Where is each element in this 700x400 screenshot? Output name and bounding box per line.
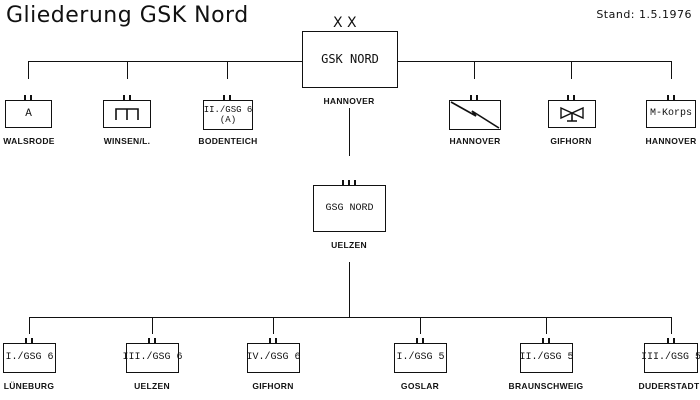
battalion-location: GOSLAR (400, 381, 440, 391)
echelon-marks: X X (333, 15, 357, 31)
echelon-tick (348, 180, 350, 185)
page-title: Gliederung GSK Nord (6, 3, 249, 28)
battalion-box-text: III./GSG 5 (641, 352, 700, 364)
battalion-box: II./GSG 5 (519, 343, 574, 373)
unit-location: HANNOVER (645, 136, 697, 146)
battalion-box: III./GSG 6 (123, 343, 183, 373)
echelon-tick (30, 95, 32, 100)
echelon-tick (667, 338, 669, 343)
unit-location: WINSEN/L. (103, 136, 151, 146)
echelon-tick (123, 95, 125, 100)
connector-top-branch (227, 61, 228, 79)
helicopter-icon (560, 106, 584, 122)
echelon-tick (154, 338, 156, 343)
battalion-box: III./GSG 5 (641, 343, 700, 373)
battalion-box: I./GSG 6 (3, 343, 56, 373)
battalion-box-text: IV./GSG 6 (246, 352, 301, 364)
battalion-box-text: II./GSG 5 (519, 352, 574, 364)
echelon-tick (24, 95, 26, 100)
unit-location: HANNOVER (449, 136, 501, 146)
connector-top-branch (571, 61, 572, 79)
connector-bottom-horizontal (29, 317, 671, 318)
echelon-tick (470, 95, 472, 100)
battalion-box-text: I./GSG 5 (396, 352, 445, 364)
group-location: UELZEN (331, 240, 367, 250)
echelon-tick (354, 180, 356, 185)
unit-location: WALSRODE (3, 136, 55, 146)
unit-box-walsrode: A (5, 100, 52, 128)
unit-box-hannover-signal (449, 100, 501, 130)
unit-box-text: II./GSG 6 (203, 104, 253, 115)
echelon-tick (223, 95, 225, 100)
battalion-location: BRAUNSCHWEIG (508, 381, 584, 391)
echelon-tick (229, 95, 231, 100)
hq-location: HANNOVER (323, 96, 375, 106)
signal-icon (450, 101, 500, 129)
connector-bottom-branch (420, 317, 421, 334)
echelon-tick (275, 338, 277, 343)
battalion-location: DUDERSTADT (638, 381, 700, 391)
battalion-location: LÜNEBURG (3, 381, 55, 391)
echelon-tick (673, 95, 675, 100)
echelon-tick (416, 338, 418, 343)
engineer-icon (115, 108, 139, 120)
connector-bottom-branch (546, 317, 547, 334)
battalion-location: GIFHORN (252, 381, 294, 391)
connector-bottom-branch (29, 317, 30, 334)
echelon-tick (148, 338, 150, 343)
echelon-tick (31, 338, 33, 343)
echelon-tick (476, 95, 478, 100)
battalion-location: UELZEN (134, 381, 170, 391)
unit-box-m-korps: M-Korps (646, 100, 696, 128)
hq-box-text: GSK NORD (321, 51, 379, 66)
connector-bottom-branch (152, 317, 153, 334)
echelon-tick (573, 95, 575, 100)
unit-box-bodenteich: II./GSG 6 (A) (203, 100, 253, 130)
echelon-tick (673, 338, 675, 343)
connector-top-branch (474, 61, 475, 79)
echelon-tick (542, 338, 544, 343)
echelon-tick (667, 95, 669, 100)
group-box-text: GSG NORD (325, 202, 374, 214)
unit-location: BODENTEICH (198, 136, 258, 146)
unit-location: GIFHORN (550, 136, 592, 146)
hq-box: GSK NORD (302, 31, 398, 88)
unit-box-winsen (103, 100, 151, 128)
battalion-box: I./GSG 5 (394, 343, 447, 373)
connector-bottom-branch (671, 317, 672, 334)
connector-hq-to-group (349, 108, 350, 156)
battalion-box: IV./GSG 6 (246, 343, 301, 373)
echelon-tick (25, 338, 27, 343)
connector-group-to-battalions (349, 262, 350, 317)
group-box: GSG NORD (313, 185, 386, 232)
battalion-box-text: I./GSG 6 (5, 352, 54, 364)
echelon-tick (129, 95, 131, 100)
unit-box-text: A (25, 107, 32, 120)
echelon-tick (567, 95, 569, 100)
unit-box-text: M-Korps (649, 108, 692, 120)
echelon-tick (269, 338, 271, 343)
date-stamp: Stand: 1.5.1976 (596, 8, 692, 21)
connector-top-branch (671, 61, 672, 79)
echelon-tick (548, 338, 550, 343)
unit-box-text-2: (A) (219, 115, 237, 125)
echelon-tick (422, 338, 424, 343)
unit-box-gifhorn-aviation (548, 100, 596, 128)
echelon-tick (342, 180, 344, 185)
connector-bottom-branch (273, 317, 274, 334)
connector-top-branch (127, 61, 128, 79)
connector-top-branch (28, 61, 29, 79)
battalion-box-text: III./GSG 6 (122, 352, 183, 364)
